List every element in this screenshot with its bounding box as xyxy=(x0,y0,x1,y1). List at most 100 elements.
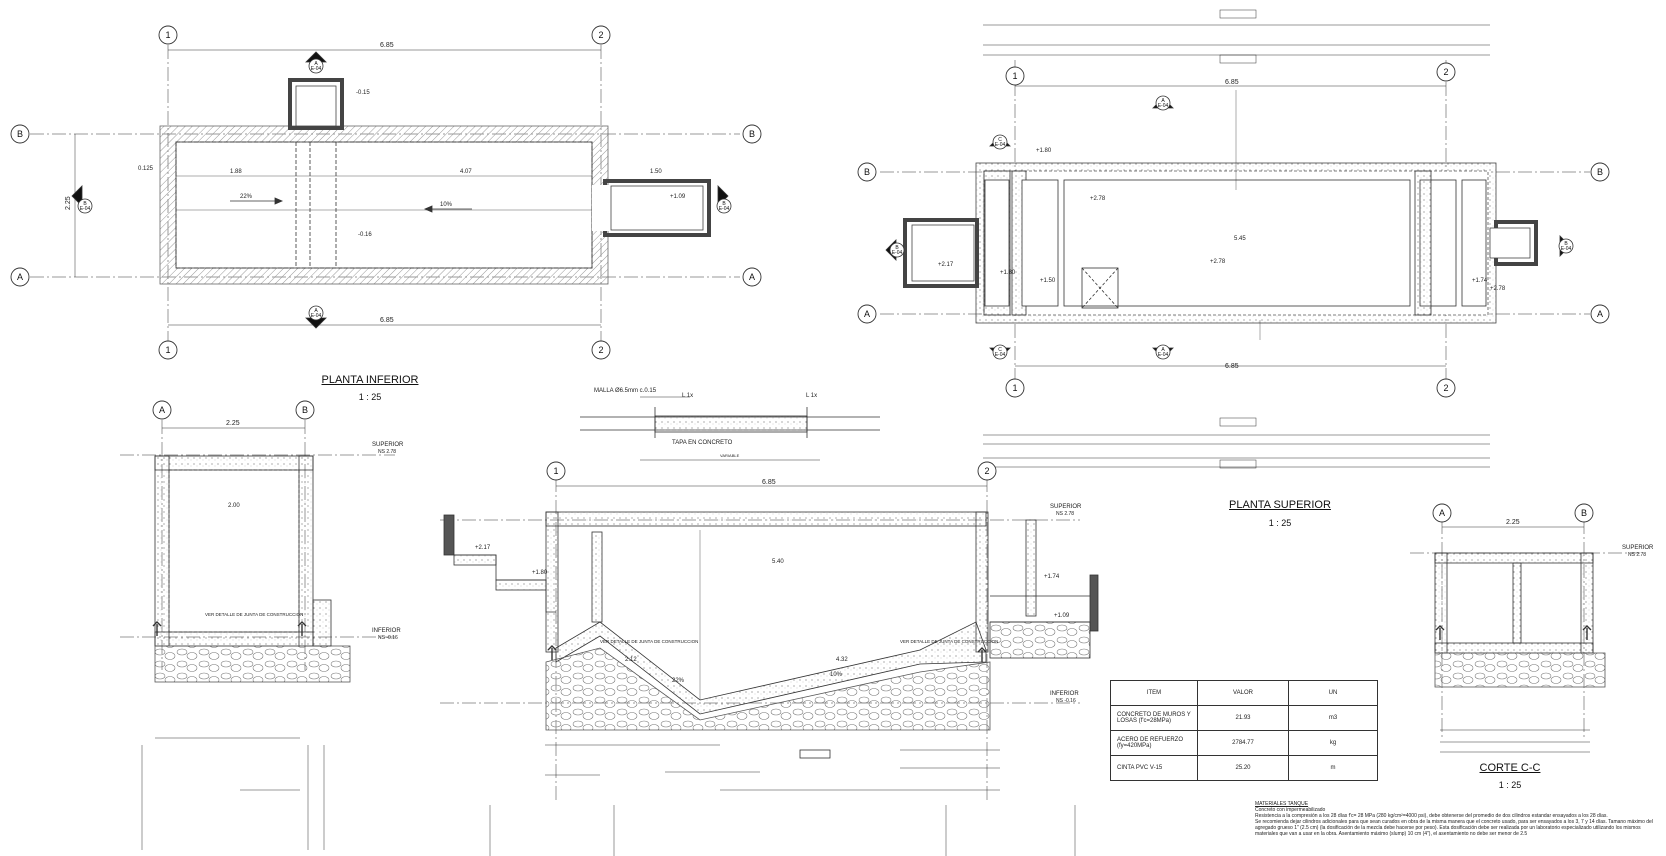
section-ref: B xyxy=(722,201,726,207)
section-ref: B xyxy=(895,245,899,251)
level-label: +1.09 xyxy=(1054,613,1070,619)
table-header-row: ITEM VALOR UN xyxy=(1110,680,1378,706)
dim-length: 6.85 xyxy=(762,479,776,486)
slope-label: 10% xyxy=(830,672,843,678)
section-sheet: E-04 xyxy=(995,142,1006,148)
grid-label-2: 2 xyxy=(598,30,603,40)
table-header: UN xyxy=(1288,680,1378,706)
table-cell-item: CONCRETO DE MUROS Y LOSAS (f'c=28MPa) xyxy=(1110,705,1198,731)
level-label: -0.15 xyxy=(356,90,370,96)
dim-width: 2.25 xyxy=(226,420,240,427)
level-tag: INFERIOR xyxy=(1050,691,1079,697)
view-scale-planta-superior: 1 : 25 xyxy=(1268,518,1292,528)
grid-label-b: B xyxy=(749,129,755,139)
corte-a-a xyxy=(440,478,1099,856)
dim-inner: 5.45 xyxy=(1234,236,1246,242)
level-value: NS 2.78 xyxy=(1056,511,1074,517)
dim-d1: 1.88 xyxy=(230,169,242,175)
level-label: +1.80 xyxy=(1036,148,1052,154)
joint-note: VER DETALLE DE JUNTA DE CONSTRUCCION xyxy=(600,639,698,644)
section-ref: C xyxy=(998,347,1002,353)
grid-label-b: B xyxy=(864,167,870,177)
grid-label-a: A xyxy=(864,309,870,319)
view-title-planta-superior: PLANTA SUPERIOR xyxy=(1229,499,1331,511)
level-label: -0.16 xyxy=(358,232,372,238)
section-sheet: E-04 xyxy=(80,206,91,212)
section-ref: A xyxy=(1161,347,1165,353)
level-label: +1.09 xyxy=(670,194,686,200)
table-cell-value: 25.20 xyxy=(1197,755,1289,781)
section-markers xyxy=(71,51,1574,360)
dim-length: 6.85 xyxy=(1225,363,1239,370)
slope-label: 22% xyxy=(672,678,685,684)
level-label: +2.78 xyxy=(1090,196,1106,202)
level-tag: SUPERIOR xyxy=(372,442,404,448)
level-value: NS 2.78 xyxy=(1628,552,1646,558)
slope-label: 22% xyxy=(240,194,253,200)
section-ref: A xyxy=(314,61,318,67)
dim-width: 2.25 xyxy=(65,196,72,210)
table-row: CINTA PVC V-15 25.20 m xyxy=(1110,755,1378,781)
rebar-schedule-top xyxy=(983,9,1490,469)
level-label: +1.50 xyxy=(1040,278,1056,284)
dim-width: 2.25 xyxy=(1506,519,1520,526)
section-sheet: E-04 xyxy=(1158,352,1169,358)
dim-length: 6.85 xyxy=(380,42,394,49)
joint-note: VER DETALLE DE JUNTA DE CONSTRUCCION xyxy=(205,612,303,617)
level-label: +1.80 xyxy=(532,570,548,576)
level-label: +2.78 xyxy=(1210,259,1226,265)
grid-label-a: A xyxy=(1439,508,1445,518)
level-label: +2.17 xyxy=(938,262,954,268)
planta-inferior xyxy=(30,45,740,350)
grid-label-b: B xyxy=(302,405,308,415)
section-sheet: E-04 xyxy=(995,352,1006,358)
notes-line: Resistencia a la compresión a los 28 día… xyxy=(1255,813,1608,819)
level-value: NS 2.78 xyxy=(378,449,396,455)
section-ref: A xyxy=(314,308,318,314)
table-cell-item: ACERO DE REFUERZO (fy=420MPa) xyxy=(1110,730,1198,756)
grid-label-a: A xyxy=(1597,309,1603,319)
grid-label-2: 2 xyxy=(598,345,603,355)
grid-label-2: 2 xyxy=(1443,67,1448,77)
section-ref: B xyxy=(1564,241,1568,247)
table-row: ACERO DE REFUERZO (fy=420MPa) 2784.77 kg xyxy=(1110,730,1378,756)
section-ref: B xyxy=(83,201,87,207)
joint-note: VER DETALLE DE JUNTA DE CONSTRUCCION xyxy=(900,639,998,644)
level-label: +2.17 xyxy=(475,545,491,551)
grid-label-2: 2 xyxy=(984,466,989,476)
level-label: +1.74 xyxy=(1044,574,1060,580)
level-tag: SUPERIOR xyxy=(1050,504,1082,510)
level-label: +2.78 xyxy=(1490,286,1506,292)
thickness: 0.125 xyxy=(138,166,154,172)
grid-label-a: A xyxy=(749,272,755,282)
section-sheet: E-04 xyxy=(1158,103,1169,109)
planta-superior xyxy=(880,60,1590,385)
slope-label: 10% xyxy=(440,202,453,208)
dim-length: 6.85 xyxy=(380,317,394,324)
level-label: +1.74 xyxy=(1472,278,1488,284)
materials-notes: MATERIALES TANQUE Concreto con impermeab… xyxy=(1255,801,1655,837)
view-scale-planta-inferior: 1 : 25 xyxy=(358,392,382,402)
section-ref: C xyxy=(998,137,1002,143)
section-sheet: E-04 xyxy=(1561,246,1572,252)
dim-inner: 4.07 xyxy=(460,169,472,175)
level-value: NS -0.16 xyxy=(378,635,398,641)
view-title-corte-c: CORTE C-C xyxy=(1479,762,1541,774)
level-label: +1.80 xyxy=(1000,270,1016,276)
dim-length: 6.85 xyxy=(1225,79,1239,86)
grid-label-1: 1 xyxy=(1012,71,1017,81)
tapa-var: VARIABLE xyxy=(720,453,740,458)
tapa-label: TAPA EN CONCRETO xyxy=(672,440,733,446)
grid-label-2: 2 xyxy=(1443,383,1448,393)
table-cell-unit: kg xyxy=(1288,730,1378,756)
grid-label-1: 1 xyxy=(553,466,558,476)
table-cell-value: 21.93 xyxy=(1197,705,1289,731)
corte-c-c xyxy=(1410,520,1640,753)
view-title-planta-inferior: PLANTA INFERIOR xyxy=(321,374,419,386)
level-tag: INFERIOR xyxy=(372,628,401,634)
grid-label-a: A xyxy=(17,272,23,282)
dim-inner: 2.00 xyxy=(228,503,240,509)
dim-d1: 2.12 xyxy=(625,657,637,663)
notes-line: Se recomienda dejar cilindros adicionale… xyxy=(1255,819,1653,837)
tapa-angle: L 1x xyxy=(806,393,817,399)
